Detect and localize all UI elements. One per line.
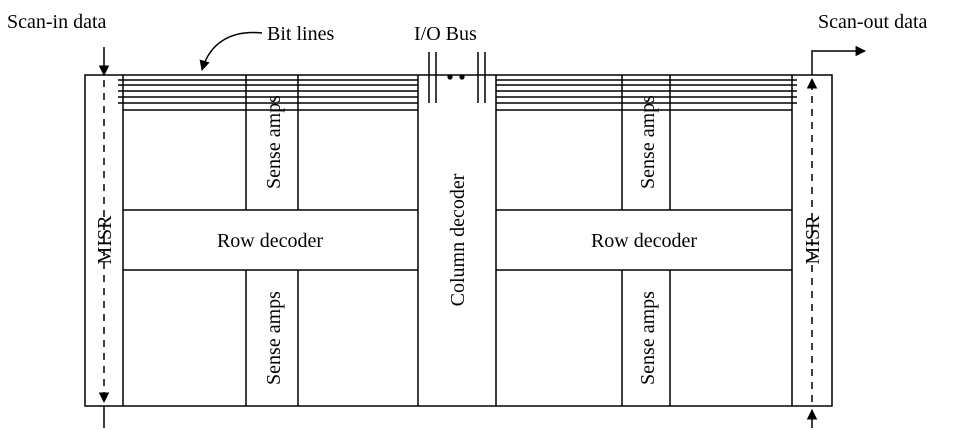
scan-in-label: Scan-in data [7,11,107,33]
scan-out-label: Scan-out data [818,11,928,33]
scan-out-exit [811,45,867,75]
bit-lines-label: Bit lines [267,23,334,45]
sense-amps-right-top: Sense amps [637,95,659,189]
bit-lines-left [118,79,418,111]
sense-amps-right-bottom: Sense amps [637,291,659,385]
column-decoder-label: Column decoder [447,173,469,306]
misr-left-label: MISR [94,215,116,265]
io-bus-label: I/O Bus [414,23,477,45]
outer-frame [84,74,833,407]
bit-lines-right [496,79,797,111]
row-decoder-right: Row decoder [591,230,697,252]
sense-amps-left-bottom: Sense amps [263,291,285,385]
io-bus-dot [459,74,465,80]
bit-lines-pointer [199,31,263,72]
row-decoder-left: Row decoder [217,230,323,252]
io-bus-lines [428,52,486,103]
misr-right-label: MISR [802,215,824,265]
sense-amps-left-top: Sense amps [263,95,285,189]
io-bus-dot [447,74,453,80]
